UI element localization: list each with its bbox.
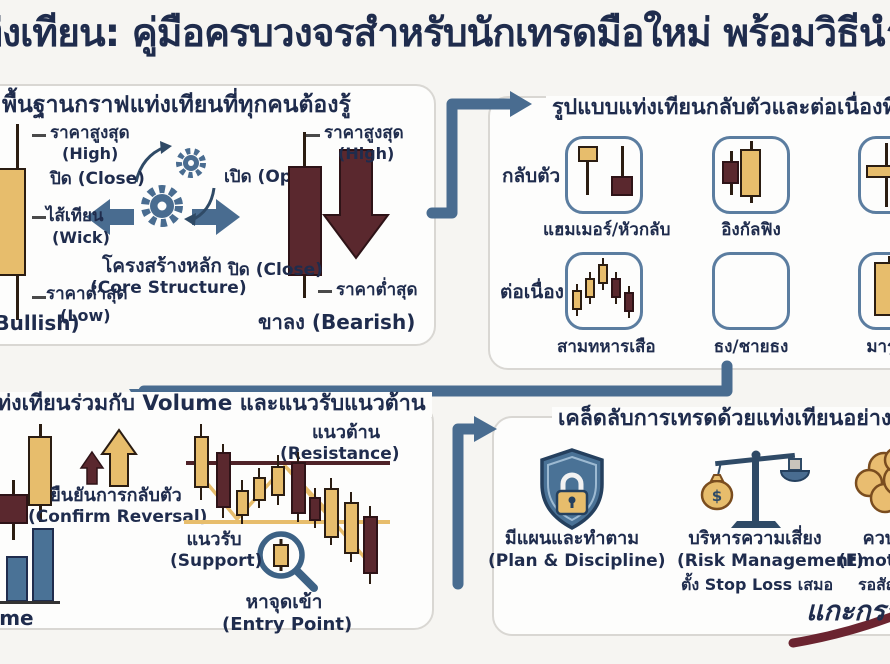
tip-emotion-en: (Emotion Control) xyxy=(838,551,890,571)
bullish-candle-body xyxy=(0,168,26,276)
bullish-low-en: (Low) xyxy=(60,306,111,325)
engulfing-candle-small xyxy=(722,161,739,184)
tick-mark xyxy=(318,290,332,293)
chart-candle xyxy=(309,497,321,521)
resistance-label: แนวต้าน xyxy=(311,422,381,443)
chart-candle xyxy=(236,490,249,516)
bearish-candle-bottom-wick xyxy=(303,276,306,298)
chart-candle xyxy=(344,502,359,554)
continuation-row-label: ต่อเนื่อง xyxy=(500,281,564,303)
bearish-high-label: ราคาสูงสุด xyxy=(324,123,404,143)
tip-emotion-label: ควบคุมอารมณ์ xyxy=(862,528,890,549)
tip-risk-note: ตั้ง Stop Loss เสมอ xyxy=(681,575,834,594)
page-title: รูปแบบแท่งเทียน: คู่มือครบวงจรสำหรับนักเ… xyxy=(0,11,890,56)
support-line xyxy=(184,520,390,524)
entry-point-en: (Entry Point) xyxy=(222,614,353,635)
tip-plan-label: มีแผนและทำตาม xyxy=(504,528,640,549)
chart-candle xyxy=(324,488,339,538)
chart-candle xyxy=(363,516,378,574)
tip-plan-en: (Plan & Discipline) xyxy=(488,551,666,571)
volume-bar xyxy=(6,556,28,602)
pattern-label-engulfing: อิงกัลฟิง xyxy=(721,220,781,240)
pattern-label-marubozu: มารูโบซุ xyxy=(866,337,890,357)
bullish-name-label: ขาขึ้น (Bullish) xyxy=(0,311,80,335)
tip-risk-en: (Risk Management) xyxy=(677,551,864,571)
reversal-row-label: กลับตัว xyxy=(502,165,561,187)
tip-emotion-note: รอสัญญาณชัดเจน xyxy=(857,575,890,594)
core-structure-label: โครงสร้างหลัก xyxy=(102,255,222,277)
bullish-high-en: (High) xyxy=(62,144,119,163)
core-structure-en: (Core Structure) xyxy=(90,278,247,298)
confirm-reversal-label: ยืนยันการกลับตัว xyxy=(50,485,182,506)
chart-candle xyxy=(216,452,231,508)
bearish-candle-body xyxy=(288,166,322,276)
entry-point-label: หาจุดเข้า xyxy=(245,591,323,613)
bearish-close-label: ปิด (Close) xyxy=(228,260,323,280)
vol-candle-yellow xyxy=(28,436,52,506)
hammer-wick xyxy=(586,161,589,195)
hammer-candle xyxy=(578,146,598,162)
soldier-candle xyxy=(598,264,608,284)
bullish-wick-label: ไส้เทียน xyxy=(46,206,104,226)
confirm-reversal-en: (Confirm Reversal) xyxy=(28,507,208,527)
soldier-candle xyxy=(585,278,595,298)
bearish-low-label: ราคาต่ำสุด xyxy=(336,280,418,300)
chart-candle xyxy=(253,477,266,501)
bearish-name-label: ขาลง (Bearish) xyxy=(258,310,416,334)
pattern-label-three-soldiers: สามทหารเสือ xyxy=(557,337,656,357)
tips-header: เคล็ดลับการเทรดด้วยแท่งเทียนอย่างมีวินัย xyxy=(552,406,890,432)
volume-bar xyxy=(32,528,54,602)
soldier-candle xyxy=(624,292,634,312)
resistance-line xyxy=(186,461,390,465)
vol-candle-red xyxy=(0,494,28,524)
soldier-candle xyxy=(572,290,582,310)
chart-candle xyxy=(271,466,285,496)
volume-header: ใช้แท่งเทียนร่วมกับ Volume และแนวรับแนวต… xyxy=(0,391,432,417)
section-patterns-box xyxy=(488,96,890,370)
resistance-en: (Resistance) xyxy=(280,444,400,464)
pattern-label-pennant: ธง/ชายธง xyxy=(713,337,789,357)
inverted-hammer-candle xyxy=(611,176,633,196)
support-en: (Support) xyxy=(170,551,263,571)
pattern-tile-pennant xyxy=(712,252,790,330)
tick-mark xyxy=(32,296,46,299)
volume-axis-label: Volume xyxy=(0,606,34,630)
marubozu-wick xyxy=(888,256,890,264)
basics-header: พื้นฐานกราฟแท่งเทียนที่ทุกคนต้องรู้ xyxy=(2,92,351,118)
chart-candle xyxy=(194,436,209,488)
volume-baseline xyxy=(0,601,60,604)
inverted-hammer-wick xyxy=(621,146,624,177)
bullish-low-label: ราคาต่ำสุด xyxy=(46,284,128,304)
bearish-candle-top-wick xyxy=(303,132,306,168)
tip-risk-label: บริหารความเสี่ยง xyxy=(688,528,822,549)
soldier-candle xyxy=(611,278,621,298)
pattern-label-hammer: แฮมเมอร์/หัวกลับ xyxy=(543,220,671,240)
chart-candle xyxy=(291,462,306,514)
patterns-header: รูปแบบแท่งเทียนกลับตัวและต่อเนื่องที่พบบ… xyxy=(546,95,890,121)
bullish-wick-en: (Wick) xyxy=(52,228,110,247)
marubozu-body xyxy=(874,262,890,316)
pattern-tile-hammer xyxy=(565,136,643,214)
tick-mark xyxy=(32,216,46,219)
doji-body xyxy=(866,165,890,178)
engulfing-candle-big xyxy=(740,149,761,197)
support-label: แนวรับ xyxy=(186,529,242,550)
bullish-close-label: ปิด (Close) xyxy=(50,169,145,189)
bearish-high-en: (High) xyxy=(338,144,395,163)
tick-mark xyxy=(32,134,46,137)
bullish-high-label: ราคาสูงสุด xyxy=(50,123,130,143)
logo-text: แกะกราฟ xyxy=(806,596,890,627)
tick-mark xyxy=(306,134,320,137)
